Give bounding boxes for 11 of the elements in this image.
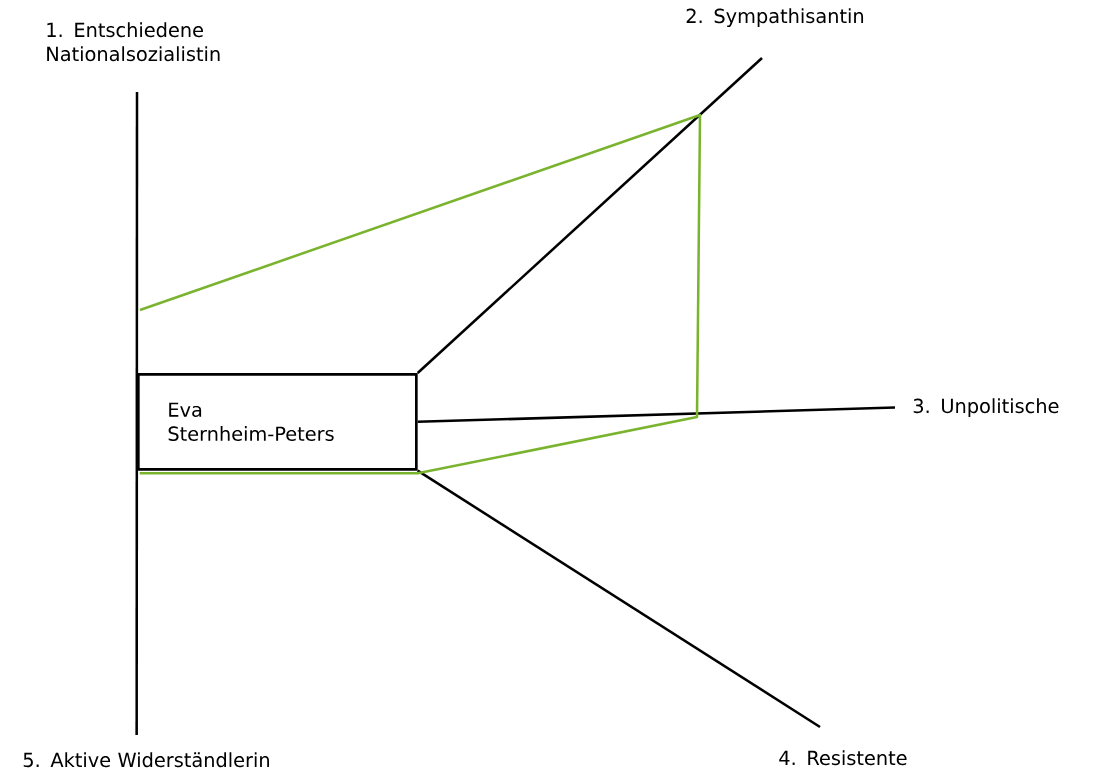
person-box: Eva Sternheim-Peters: [137, 373, 418, 471]
category-label: 3. Unpolitische: [913, 398, 1059, 417]
connector-line: [417, 406, 896, 424]
category-label: 2. Sympathisantin: [686, 8, 863, 27]
connector-line: [416, 57, 763, 374]
category-label: 1. Entschiedene Nationalsozialistin: [47, 22, 220, 62]
connector-line: [417, 469, 821, 729]
trajectory-line: [139, 113, 702, 475]
connector-line: [135, 92, 139, 735]
category-label: 5. Aktive Widerständlerin: [23, 752, 269, 768]
category-label: 4. Resistente: [779, 750, 907, 766]
